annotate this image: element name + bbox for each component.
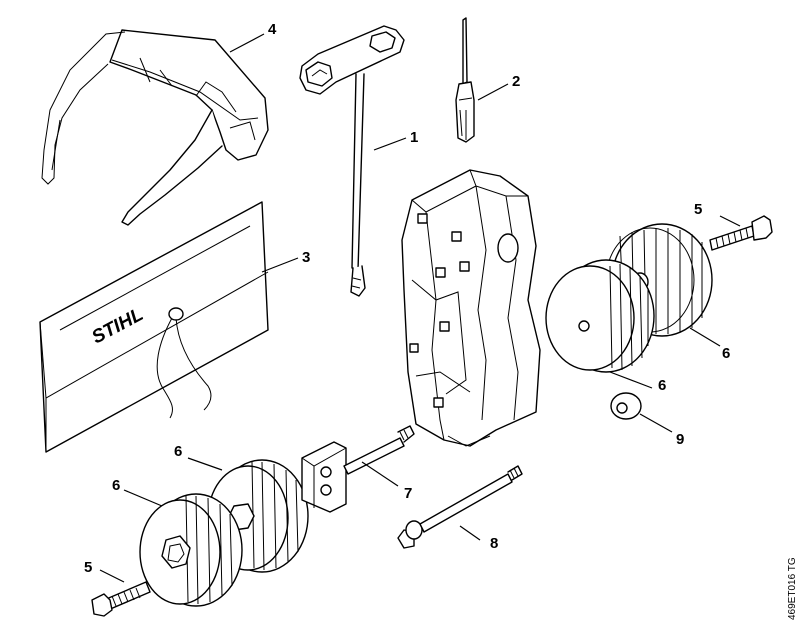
leader-lines — [99, 33, 741, 583]
callout-screwdriver: 2 — [512, 73, 520, 90]
drawing-code: 469ET016 TG — [787, 557, 798, 620]
callout-roller-bottom-rear: 6 — [174, 443, 182, 460]
screw-bottom — [91, 581, 151, 617]
callout-roller-bottom-front: 6 — [112, 477, 120, 494]
callout-bolt-square-plate: 7 — [404, 485, 412, 502]
combination-wrench — [299, 25, 405, 297]
callout-bolt-collar: 8 — [490, 535, 498, 552]
bolt-collar — [397, 465, 523, 549]
bolt-square-plate — [301, 425, 415, 513]
callout-combination-wrench: 1 — [410, 129, 418, 146]
callout-screw-bottom: 5 — [84, 559, 92, 576]
callout-safety-glasses: 4 — [268, 21, 277, 38]
screw-top — [709, 215, 773, 251]
callout-labels: 4 1 2 3 5 6 6 9 6 6 5 7 8 — [84, 21, 730, 576]
roller-bottom-front — [139, 493, 243, 607]
stand-bracket — [401, 169, 541, 447]
callout-roller-top-rear: 6 — [722, 345, 730, 362]
washer — [610, 392, 642, 420]
callout-washer: 9 — [676, 431, 684, 448]
callout-screw-top: 5 — [694, 201, 702, 218]
tool-pouch: STIHL — [39, 201, 269, 453]
callout-tool-pouch: 3 — [302, 249, 310, 266]
screwdriver — [455, 17, 475, 143]
callout-roller-top-front: 6 — [658, 377, 666, 394]
safety-glasses — [41, 29, 269, 226]
roller-top-front — [545, 259, 655, 373]
